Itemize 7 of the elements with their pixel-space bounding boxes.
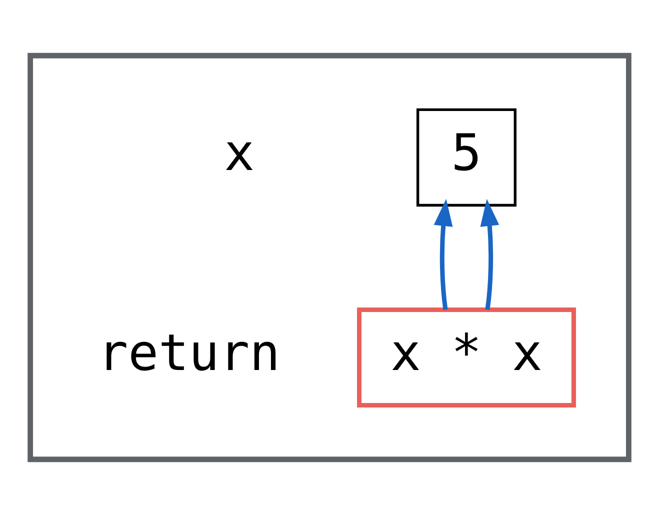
arrow xyxy=(434,198,453,310)
node-label: x xyxy=(224,122,255,182)
arrow xyxy=(480,198,500,310)
cluster xyxy=(28,52,632,462)
node-box: 5 xyxy=(416,108,516,207)
node-box: x * x xyxy=(356,308,576,408)
label: return xyxy=(98,322,280,382)
